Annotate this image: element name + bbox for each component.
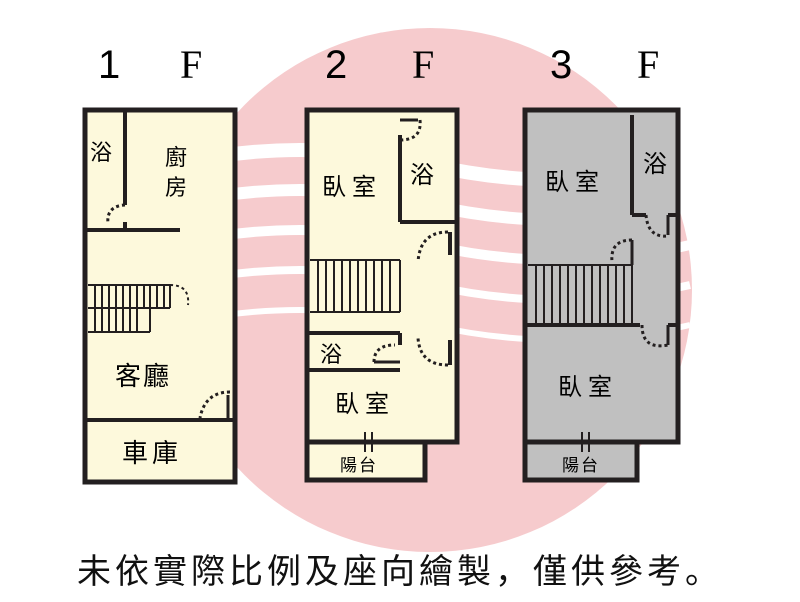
room-label-3f-bedroom-bottom: 臥室 xyxy=(558,373,618,401)
room-label-2f-bath-top: 浴 xyxy=(410,161,434,189)
floor-2f-f: F xyxy=(412,42,434,87)
room-label-1f-kitchen-1: 廚 xyxy=(165,146,187,171)
room-label-2f-balcony: 陽台 xyxy=(340,456,378,476)
floor-3f-number: 3 xyxy=(550,43,572,87)
room-label-2f-bath-bottom: 浴 xyxy=(320,343,342,368)
floor-1f-number: 1 xyxy=(98,43,120,87)
floor-3f-f: F xyxy=(637,42,659,87)
floor-2f-number: 2 xyxy=(325,43,347,87)
room-label-2f-bedroom-bottom: 臥室 xyxy=(335,390,395,418)
floor-1f-f: F xyxy=(180,42,202,87)
room-label-1f-bath: 浴 xyxy=(90,141,112,166)
floor-1f: 1 F xyxy=(82,42,238,485)
room-label-1f-living: 客廳 xyxy=(115,362,171,392)
room-label-3f-balcony: 陽台 xyxy=(562,456,600,476)
room-label-1f-garage: 車庫 xyxy=(122,439,182,469)
floor-2f: 2 F xyxy=(304,42,460,483)
staircase-3f xyxy=(528,264,633,326)
floor-3f: 3 F xyxy=(522,42,681,483)
staircase-2f xyxy=(310,259,401,313)
room-label-1f-kitchen-2: 房 xyxy=(165,176,187,201)
room-label-3f-bath-top: 浴 xyxy=(643,150,667,178)
disclaimer-text: 未依實際比例及座向繪製，僅供參考。 xyxy=(77,552,723,592)
staircase-1f xyxy=(88,284,190,333)
room-label-3f-bedroom-top: 臥室 xyxy=(545,168,605,196)
room-label-2f-bedroom-top: 臥室 xyxy=(322,173,382,201)
